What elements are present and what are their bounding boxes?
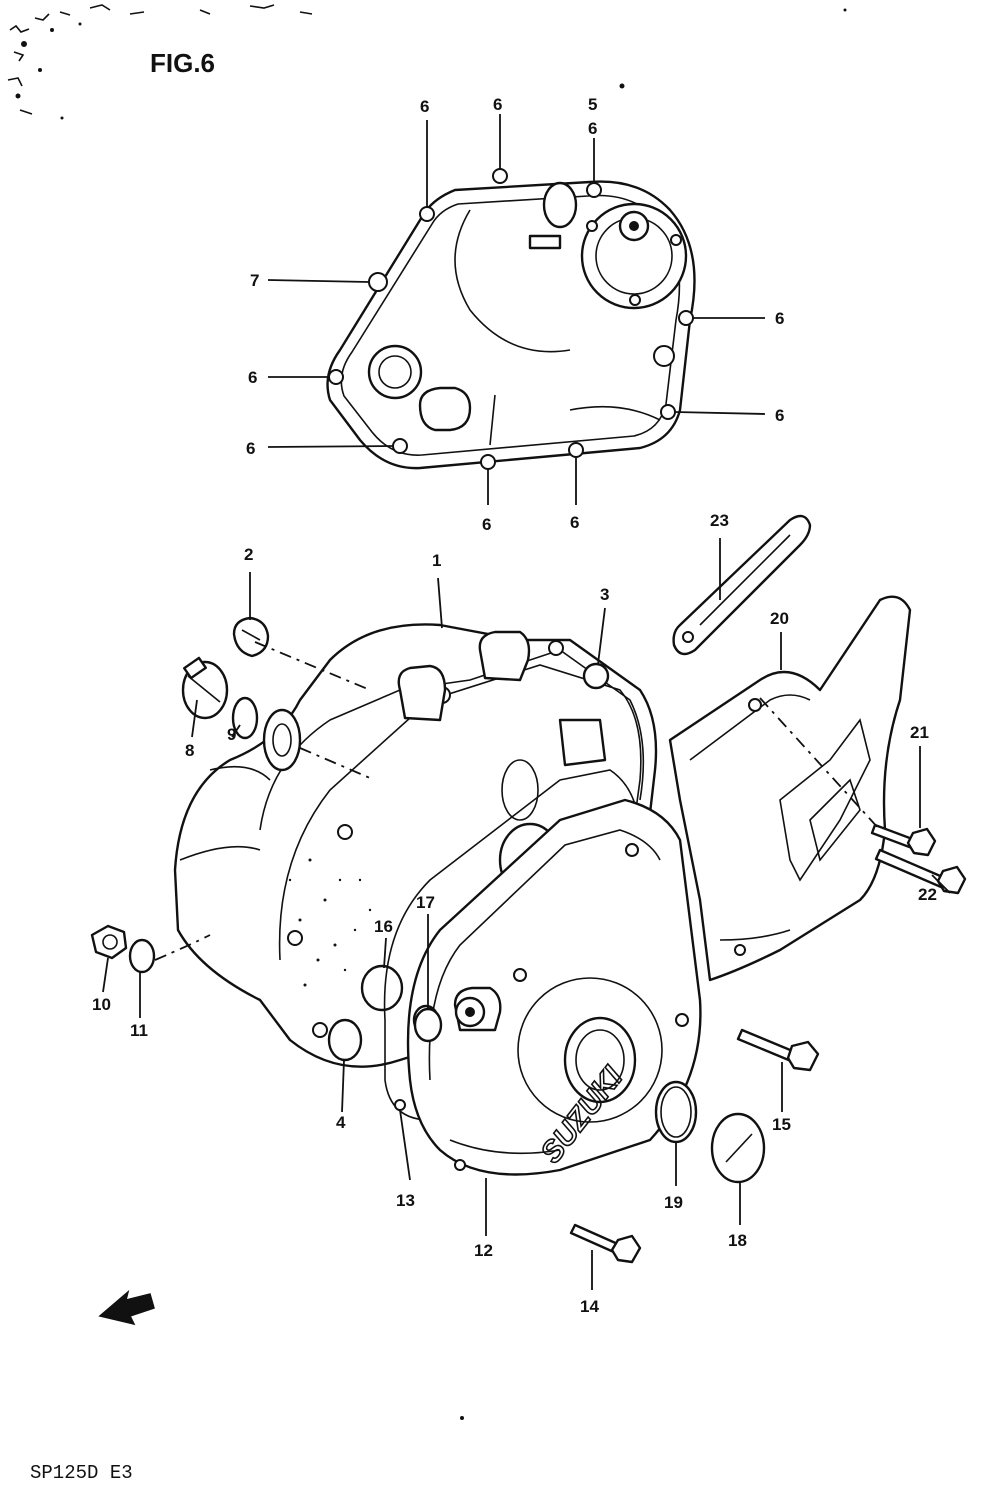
model-code: SP125D E3 bbox=[30, 1462, 133, 1484]
oil-level-parts bbox=[181, 616, 302, 772]
callout-13: 13 bbox=[396, 1191, 415, 1210]
plate-23 bbox=[672, 514, 812, 656]
callout-6: 6 bbox=[248, 368, 257, 387]
washer-17 bbox=[413, 1007, 443, 1043]
callout-2: 2 bbox=[244, 545, 253, 564]
callout-14: 14 bbox=[580, 1297, 599, 1316]
bolt-15 bbox=[736, 1028, 820, 1072]
callout-6: 6 bbox=[420, 97, 429, 116]
casting-texture bbox=[288, 858, 372, 987]
callout-8: 8 bbox=[185, 741, 194, 760]
callout-6: 6 bbox=[246, 439, 255, 458]
callout-19: 19 bbox=[664, 1193, 683, 1212]
callout-22: 22 bbox=[918, 885, 937, 904]
callout-6: 6 bbox=[570, 513, 579, 532]
callout-15: 15 bbox=[772, 1115, 791, 1134]
figure-title: FIG.6 bbox=[150, 48, 215, 78]
upper-clutch-cover bbox=[326, 168, 696, 470]
callout-17: 17 bbox=[416, 893, 435, 912]
callout-4: 4 bbox=[336, 1113, 346, 1132]
o-ring-19 bbox=[654, 1080, 698, 1144]
magneto-cover-12: SUZUKI bbox=[394, 798, 702, 1176]
callout-6: 6 bbox=[493, 95, 502, 114]
upper-leader-lines bbox=[267, 114, 766, 505]
callout-3: 3 bbox=[600, 585, 609, 604]
callout-9: 9 bbox=[227, 725, 236, 744]
callout-11: 11 bbox=[130, 1021, 148, 1040]
callout-10: 10 bbox=[92, 995, 111, 1014]
cap-18 bbox=[710, 1112, 766, 1184]
callout-18: 18 bbox=[728, 1231, 747, 1250]
callout-6: 6 bbox=[588, 119, 597, 138]
callout-6: 6 bbox=[482, 515, 491, 534]
drain-bolt-parts bbox=[90, 924, 156, 974]
bolt-14 bbox=[569, 1223, 642, 1264]
assembly-lines bbox=[154, 641, 881, 961]
front-direction-arrow-icon bbox=[98, 1289, 155, 1326]
callout-6: 6 bbox=[775, 309, 784, 328]
scan-noise bbox=[7, 4, 847, 1420]
callout-1: 1 bbox=[432, 551, 441, 570]
callout-5: 5 bbox=[588, 95, 597, 114]
sprocket-cover-20 bbox=[668, 595, 912, 982]
callout-12: 12 bbox=[474, 1241, 493, 1260]
callout-21: 21 bbox=[910, 723, 929, 742]
callout-20: 20 bbox=[770, 609, 789, 628]
callout-6: 6 bbox=[775, 406, 784, 425]
callout-16: 16 bbox=[374, 917, 393, 936]
callout-numbers: 6 6 5 6 7 6 6 6 6 6 6 23 2 1 3 20 8 9 21… bbox=[92, 95, 937, 1316]
callout-7: 7 bbox=[250, 271, 259, 290]
bolt-21 bbox=[870, 823, 937, 857]
callout-23: 23 bbox=[710, 511, 729, 530]
lower-leader-lines bbox=[102, 538, 951, 1290]
